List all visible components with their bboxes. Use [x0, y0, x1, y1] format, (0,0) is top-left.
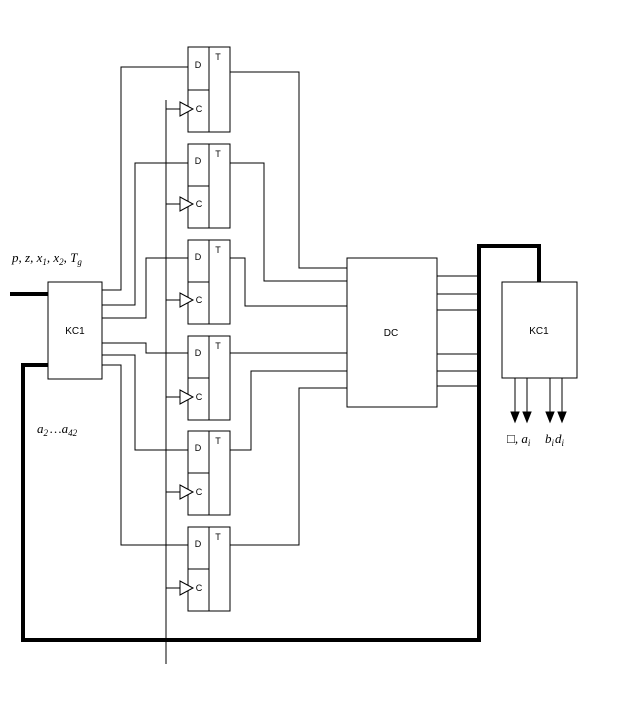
d-trigger-6: D T C [166, 526, 231, 612]
svg-text:p, z, x1, x2, Tg: p, z, x1, x2, Tg [11, 250, 82, 267]
trigger-c-label: C [196, 295, 203, 305]
input-var-t-sub: g [77, 257, 82, 267]
input-var-x1: x [36, 250, 43, 265]
d-trigger-4: D T C [166, 335, 231, 421]
d-trigger-3: D T C [166, 239, 231, 325]
input-var-z: z [24, 250, 30, 265]
arrow-down-icon [522, 411, 532, 424]
trigger-t-label: T [215, 245, 221, 255]
trigger-c-label: C [196, 583, 203, 593]
d-trigger-2: D T C [166, 143, 231, 229]
kc1-right-block: KC1 [501, 281, 578, 379]
trigger-d-label: D [195, 443, 202, 453]
input-var-x2: x [52, 250, 59, 265]
kc1-right-label: KC1 [529, 326, 549, 337]
d-trigger-5: D T C [166, 430, 231, 516]
state-wires [230, 71, 347, 546]
trigger-d-label: D [195, 252, 202, 262]
svg-text:a2…a42: a2…a42 [37, 421, 78, 438]
trigger-c-label: C [196, 104, 203, 114]
trigger-c-label: C [196, 199, 203, 209]
dc-label: DC [384, 328, 398, 339]
svg-text:□, ai: □, ai [507, 431, 531, 448]
feedback-bus [21, 244, 541, 642]
kc1-left-block: KC1 [47, 281, 103, 380]
input-var-x2-sub: 2 [59, 257, 64, 267]
trigger-c-label: C [196, 392, 203, 402]
trigger-d-label: D [195, 348, 202, 358]
arrow-down-icon [545, 411, 555, 424]
trigger-d-label: D [195, 60, 202, 70]
inputs-label: p, z, x1, x2, Tg [11, 250, 82, 267]
svg-text:bidi: bidi [545, 431, 565, 448]
states-label: a2…a42 [37, 421, 78, 438]
trigger-t-label: T [215, 436, 221, 446]
input-var-x1-sub: 1 [42, 257, 47, 267]
dc-output-wires [437, 275, 479, 387]
trigger-c-label: C [196, 487, 203, 497]
dc-decoder-block: DC [346, 257, 438, 408]
arrow-down-icon [510, 411, 520, 424]
trigger-t-label: T [215, 341, 221, 351]
d-trigger-1: D T C [166, 46, 231, 133]
trigger-d-label: D [195, 156, 202, 166]
output-arrows [510, 378, 567, 424]
outputs-label: □, ai bidi [507, 431, 565, 448]
excitation-wires [102, 66, 188, 546]
input-var-t: T [70, 250, 78, 265]
trigger-d-label: D [195, 539, 202, 549]
arrow-down-icon [557, 411, 567, 424]
kc1-left-label: KC1 [65, 326, 85, 337]
input-var-p: p [11, 250, 19, 265]
trigger-t-label: T [215, 149, 221, 159]
trigger-t-label: T [215, 52, 221, 62]
trigger-t-label: T [215, 532, 221, 542]
